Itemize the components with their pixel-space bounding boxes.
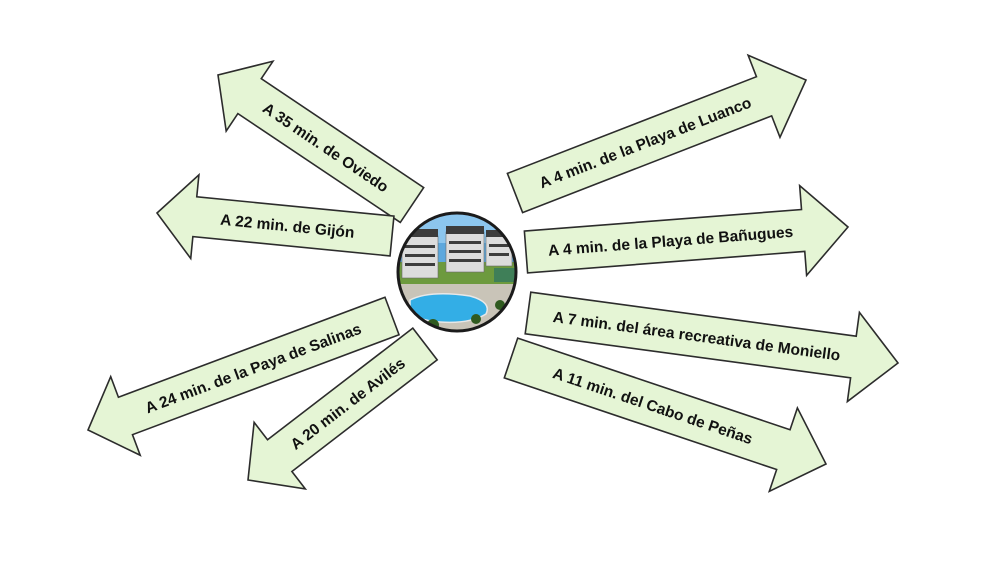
arrow-shape bbox=[503, 337, 828, 493]
arrow-shape bbox=[247, 327, 439, 491]
center-photo bbox=[396, 211, 518, 333]
arrow-shape bbox=[155, 172, 395, 261]
arrow-shape bbox=[506, 53, 808, 214]
arrow-shape bbox=[524, 291, 900, 404]
arrow-shape bbox=[86, 296, 401, 457]
arrow-shape bbox=[523, 183, 850, 278]
arrow-label-oviedo: A 35 min. de Oviedo bbox=[259, 100, 391, 196]
arrow-label-luanco: A 4 min. de la Playa de Luanco bbox=[537, 95, 754, 193]
arrow-luanco: A 4 min. de la Playa de Luanco bbox=[506, 53, 808, 214]
arrow-gijon: A 22 min. de Gijón bbox=[155, 172, 395, 261]
arrow-banugues: A 4 min. de la Playa de Bañugues bbox=[523, 183, 850, 278]
arrow-shape bbox=[217, 59, 425, 224]
